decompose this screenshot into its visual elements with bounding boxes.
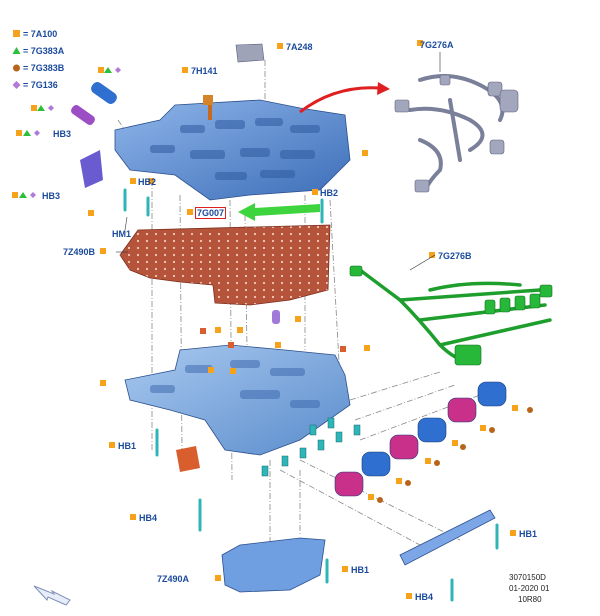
orange-markers [88, 40, 516, 599]
label-hb3-top: HB3 [53, 129, 72, 139]
label-hb4-bottom: HB4 [415, 592, 434, 602]
small-parts [71, 43, 346, 472]
label-7g276a: 7G276A [420, 40, 454, 50]
label-7h141: 7H141 [191, 66, 218, 76]
legend-7g136: = 7G136 [23, 80, 58, 90]
legend-7a100: = 7A100 [23, 29, 58, 39]
label-hb2-left: HB2 [138, 177, 157, 187]
bolts [123, 188, 499, 602]
solenoids [334, 381, 507, 497]
lower-cover [221, 537, 326, 593]
label-7g007-highlighted: 7G007 [195, 207, 227, 219]
orange-square-icon [13, 30, 20, 37]
red-arrow [299, 86, 381, 114]
label-hb4-left: HB4 [139, 513, 158, 523]
label-7a248: 7A248 [286, 42, 313, 52]
clips [261, 417, 361, 477]
label-7z490a: 7Z490A [157, 574, 190, 584]
harness-7g276b [358, 268, 552, 364]
label-hm1: HM1 [112, 229, 132, 239]
direction-arrow-icon [33, 585, 71, 606]
reference-code: 3070150D [509, 573, 546, 582]
violet-diamond-icon [12, 81, 21, 89]
bracket [399, 509, 496, 566]
reference-date: 01-2020 01 [509, 584, 550, 593]
label-7g276b: 7G276B [438, 251, 472, 261]
green-triangle-icon [12, 47, 21, 54]
brown-circle-icon [13, 64, 20, 72]
separator-plate [119, 224, 331, 306]
label-hb2-right: HB2 [320, 188, 339, 198]
green-arrow [238, 203, 320, 221]
reference-model: 10R80 [518, 595, 542, 604]
label-7z490b: 7Z490B [63, 247, 96, 257]
legend-7g383b: = 7G383B [23, 63, 65, 73]
legend-markers-inline [12, 67, 121, 198]
legend-icons [12, 30, 21, 89]
label-hb1-left: HB1 [118, 441, 137, 451]
label-hb3-bottom: HB3 [42, 191, 61, 201]
legend-7g383a: = 7G383A [23, 46, 65, 56]
label-hb1-bottom: HB1 [351, 565, 370, 575]
label-hb1-right: HB1 [519, 529, 538, 539]
